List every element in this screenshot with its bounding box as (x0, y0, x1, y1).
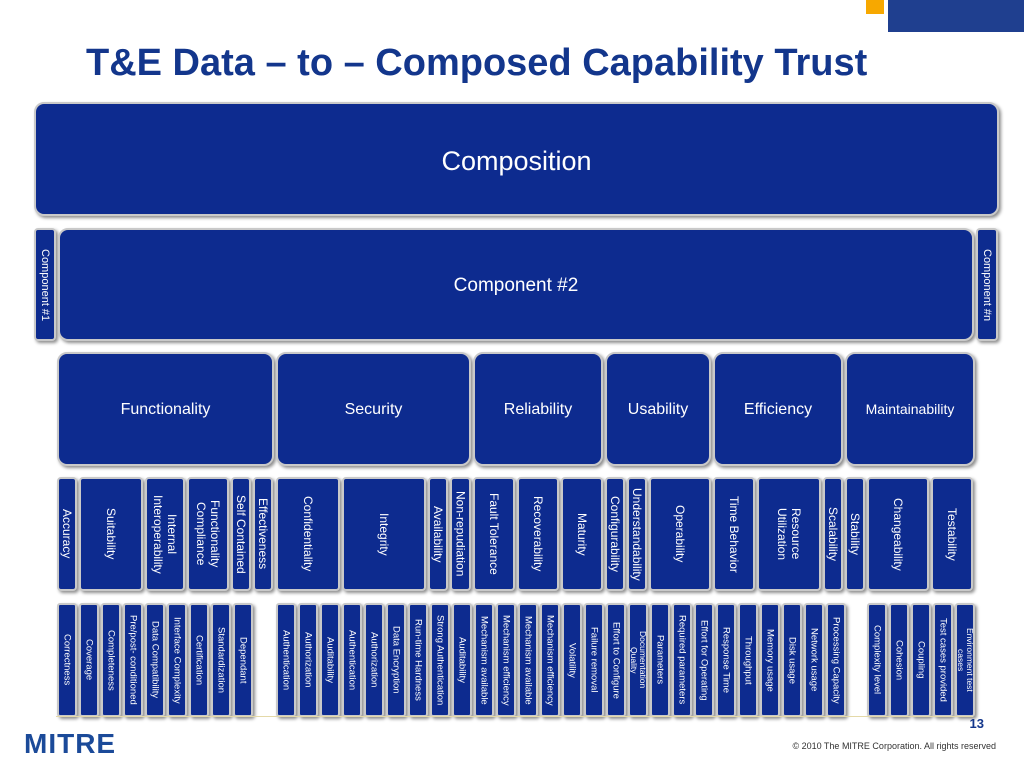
sub-configurability: Configurability (605, 477, 625, 591)
sub-effectiveness: Effectiveness (253, 477, 273, 591)
sub-testability: Testability (931, 477, 973, 591)
metric-dependant: Dependant (233, 603, 253, 717)
metric-auditability: Auditability (452, 603, 472, 717)
metric-auditability: Auditability (320, 603, 340, 717)
sub-internal-interoperability: Internal Interoperability (145, 477, 185, 591)
metric-failure-removal: Failure removal (584, 603, 604, 717)
metric-complexity-level: Complexity level (867, 603, 887, 717)
sub-fault-tolerance: Fault Tolerance (473, 477, 515, 591)
category-functionality: Functionality (57, 352, 274, 466)
metric-effort-for-operating: Effort for Operating (694, 603, 714, 717)
component-1-box: Component #1 (34, 228, 56, 341)
metric-mechanism-available: Mechanism available (518, 603, 538, 717)
metric-mechanism-efficiency: Mechanism efficiency (496, 603, 516, 717)
category-efficiency: Efficiency (713, 352, 843, 466)
component-2-label: Component #2 (453, 275, 579, 296)
metric-pre-post-conditioned: Pre/post- conditioned (123, 603, 143, 717)
metric-data-compatibility: Data Compatibility (145, 603, 165, 717)
metric-coupling: Coupling (911, 603, 931, 717)
component-2-box: Component #2 (58, 228, 974, 341)
metric-required-parameters: Required parameters (672, 603, 692, 717)
sub-operability: Operability (649, 477, 711, 591)
metric-network-usage: Network usage (804, 603, 824, 717)
metric-correctness: Correctness (57, 603, 77, 717)
metric-interface-complexity: Interface Complexity (167, 603, 187, 717)
metric-authentication: Authentication (342, 603, 362, 717)
category-label: Reliability (503, 401, 573, 418)
sub-self-contained: Self Contained (231, 477, 251, 591)
category-label: Efficiency (743, 401, 813, 418)
sub-confidentiality: Confidentiality (276, 477, 340, 591)
metric-memory-usage: Memory usage (760, 603, 780, 717)
sub-changeability: Changeability (867, 477, 929, 591)
sub-recoverability: Recoverability (517, 477, 559, 591)
mitre-logo: MITRE (24, 728, 117, 759)
category-label: Maintainability (865, 401, 955, 417)
metric-mechanism-available: Mechanism available (474, 603, 494, 717)
category-reliability: Reliability (473, 352, 603, 466)
metric-environment-test-cases: Environment test cases (955, 603, 975, 717)
metric-volatility: Volatility (562, 603, 582, 717)
metric-data-encryption: Data Encryption (386, 603, 406, 717)
metric-documentation-quality: Documentation Quality (628, 603, 648, 717)
category-label: Functionality (120, 401, 211, 418)
metric-effort-to-configure: Effort to Configure (606, 603, 626, 717)
category-label: Usability (627, 401, 689, 418)
metric-response-time: Response Time (716, 603, 736, 717)
metric-test-cases-provided: Test cases provided (933, 603, 953, 717)
metric-completeness: Completeness (101, 603, 121, 717)
metric-run-time-hardness: Run-time Hardness (408, 603, 428, 717)
metric-coverage: Coverage (79, 603, 99, 717)
sub-resource-utilization: Resource Utilization (757, 477, 821, 591)
composition-box: Composition (34, 102, 999, 216)
metric-strong-authentication: Strong Authentication (430, 603, 450, 717)
category-maintainability: Maintainability (845, 352, 975, 466)
component-n-label: Component #n (981, 248, 993, 322)
sub-time-behavior: Time Behavior (713, 477, 755, 591)
slide-title: T&E Data – to – Composed Capability Trus… (86, 42, 868, 84)
category-security: Security (276, 352, 471, 466)
baseline-divider (56, 716, 973, 717)
sub-maturity: Maturity (561, 477, 603, 591)
top-accent-yellow (866, 0, 884, 14)
category-label: Security (344, 401, 403, 418)
copyright-notice: © 2010 The MITRE Corporation. All rights… (792, 741, 996, 751)
metric-disk-usage: Disk usage (782, 603, 802, 717)
sub-suitability: Suitability (79, 477, 143, 591)
sub-integrity: Integrity (342, 477, 426, 591)
sub-non-repudiation: Non-repudiation (450, 477, 471, 591)
component-n-box: Component #n (976, 228, 998, 341)
metric-authorization: Authorization (364, 603, 384, 717)
metric-certification: Certification (189, 603, 209, 717)
sub-stability: Stability (845, 477, 865, 591)
sub-understandability: Understandability (627, 477, 647, 591)
metric-authentication: Authentication (276, 603, 296, 717)
metric-mechanism-efficiency: Mechanism efficiency (540, 603, 560, 717)
sub-functionality-compliance: Functionality Compliance (187, 477, 229, 591)
sub-availability: Availability (428, 477, 448, 591)
page-number: 13 (969, 716, 984, 731)
sub-scalability: Scalability (823, 477, 843, 591)
metric-cohesion: Cohesion (889, 603, 909, 717)
metric-throughput: Throughput (738, 603, 758, 717)
sub-accuracy: Accuracy (57, 477, 77, 591)
metric-processing-capacity: Processing Capacity (826, 603, 846, 717)
metric-parameters: Parameters (650, 603, 670, 717)
composition-label: Composition (441, 146, 592, 176)
category-usability: Usability (605, 352, 711, 466)
component-1-label: Component #1 (39, 248, 51, 322)
metric-authorization: Authorization (298, 603, 318, 717)
metric-standardization: Standardization (211, 603, 231, 717)
top-accent-blue (888, 0, 1024, 32)
